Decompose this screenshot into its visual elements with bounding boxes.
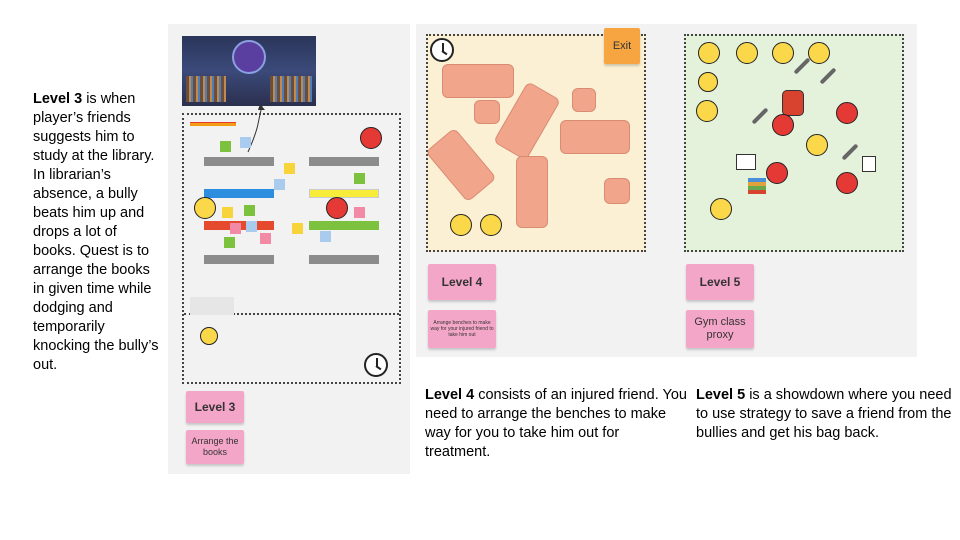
shelf	[309, 255, 379, 264]
angry-bully-icon	[326, 197, 348, 219]
injured-friend-icon	[480, 214, 502, 236]
player-face-icon	[450, 214, 472, 236]
pencil-icon	[841, 143, 859, 161]
angry-bully-icon	[836, 172, 858, 194]
bench	[516, 156, 548, 228]
angry-bully-icon	[772, 114, 794, 136]
bench	[572, 88, 596, 112]
bench	[442, 64, 514, 98]
book	[354, 173, 365, 184]
book	[274, 179, 285, 190]
clock-icon	[430, 38, 454, 62]
pencil-icon	[751, 107, 769, 125]
bench	[604, 178, 630, 204]
friend-face-icon	[200, 327, 218, 345]
friend-face-icon	[772, 42, 794, 64]
connector-line	[247, 104, 265, 153]
angry-bully-icon	[766, 162, 788, 184]
book	[260, 233, 271, 244]
friend-face-icon	[698, 42, 720, 64]
exit-sticky[interactable]: Exit	[604, 28, 640, 64]
player-face-icon	[710, 198, 732, 220]
clock-icon	[364, 353, 388, 377]
bench	[474, 100, 500, 124]
angry-bully-icon	[360, 127, 382, 149]
book	[320, 231, 331, 242]
book	[240, 137, 251, 148]
angry-bully-icon	[836, 102, 858, 124]
level3-board: Level 3 Arrange the books	[168, 24, 410, 474]
level4-5-board: Exit Level 4 Arrange benches to make way…	[416, 24, 917, 357]
book	[220, 141, 231, 152]
pencil-icon	[819, 67, 837, 85]
shelf	[204, 189, 274, 198]
bench	[560, 120, 630, 154]
crying-face-icon	[806, 134, 828, 156]
level3-title-sticky: Level 3	[186, 391, 244, 423]
friend-face-icon	[736, 42, 758, 64]
friend-face-icon	[698, 72, 718, 92]
level5-play-area	[684, 34, 904, 252]
book	[230, 223, 241, 234]
library-image	[182, 36, 316, 106]
book	[292, 223, 303, 234]
shelf	[309, 189, 379, 198]
book-icon	[736, 154, 756, 170]
backpack-icon	[782, 90, 804, 116]
level3-sub-sticky: Arrange the books	[186, 430, 244, 464]
book	[222, 207, 233, 218]
level5-description: Level 5 is a showdown where you need to …	[696, 387, 952, 441]
bench	[425, 127, 497, 203]
books-stack-icon	[748, 178, 766, 194]
notepad-icon	[862, 156, 876, 172]
friend-face-icon	[808, 42, 830, 64]
level5-title-sticky: Level 5	[686, 264, 754, 300]
level4-sub-sticky: Arrange benches to make way for your inj…	[428, 310, 496, 348]
level4-play-area	[425, 34, 646, 252]
pencil-icon	[793, 57, 811, 75]
friend-face-icon	[696, 100, 718, 122]
book	[284, 163, 295, 174]
book	[244, 205, 255, 216]
shelf	[204, 255, 274, 264]
shelf	[309, 221, 379, 230]
level4-description: Level 4 consists of an injured friend. Y…	[425, 387, 687, 460]
level4-title-sticky: Level 4	[428, 264, 496, 300]
player-face-icon	[194, 197, 216, 219]
shelf	[204, 157, 274, 166]
shelf	[309, 157, 379, 166]
level3-play-area	[182, 113, 401, 384]
book	[224, 237, 235, 248]
level5-sub-sticky: Gym class proxy	[686, 310, 754, 348]
level3-description: Level 3 is when player’s friends suggest…	[33, 91, 159, 373]
book	[246, 221, 257, 232]
health-bar	[190, 122, 236, 126]
book	[354, 207, 365, 218]
